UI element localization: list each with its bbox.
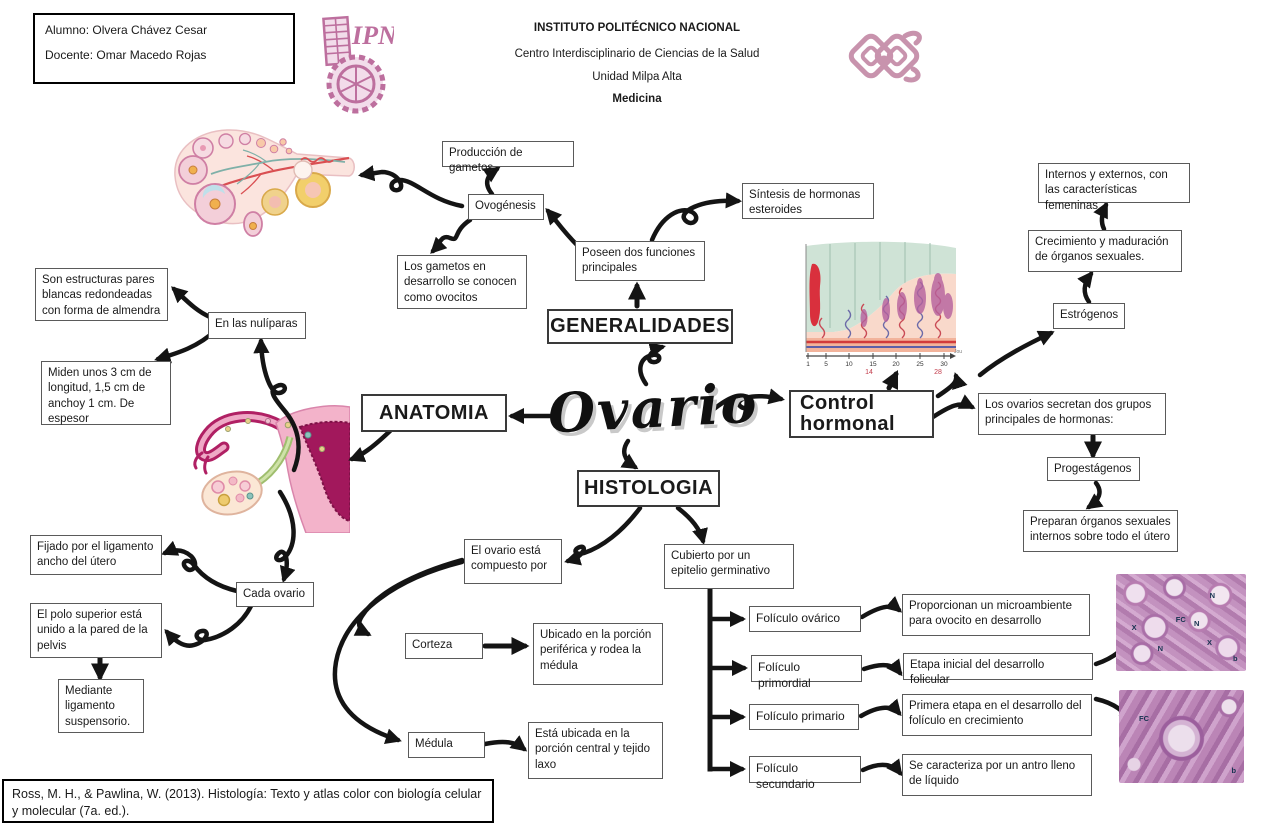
arrow-control-to-secretan	[930, 394, 976, 420]
student-info-box: Alumno: Olvera Chávez Cesar Docente: Oma…	[33, 13, 295, 84]
svg-text:IPN: IPN	[351, 21, 394, 50]
node-foliculo-primordial: Folículo primordial	[751, 655, 862, 690]
micrograph-label-b: b	[1233, 653, 1238, 663]
arrow-control-to-chart	[881, 369, 899, 391]
node-foliculo-primordial-desc: Etapa inicial del desarrollo folicular	[903, 653, 1093, 686]
micrograph-label-n2: N	[1194, 618, 1200, 628]
node-ovogenesis: Ovogénesis	[468, 194, 544, 220]
chart-tick-1: 1	[806, 361, 810, 368]
chart-tick-10: 10	[845, 361, 853, 368]
arrow-anatomia-to-uterus	[348, 428, 393, 463]
ovary-illustration	[174, 129, 355, 237]
teacher-name: Docente: Omar Macedo Rojas	[45, 47, 207, 62]
micrograph-label-x2: X	[1207, 638, 1213, 648]
node-preparan-organos: Preparan órganos sexuales internos sobre…	[1023, 510, 1178, 552]
arrow-control-to-chart-curl	[935, 372, 968, 399]
node-dos-funciones: Poseen dos funciones principales	[575, 241, 705, 281]
arrow-funciones-to-ovogenesis	[545, 207, 581, 249]
node-gametos-ovocitos: Los gametos en desarrollo se conocen com…	[397, 255, 527, 309]
node-medula-desc: Está ubicada en la porción central y tej…	[528, 722, 663, 779]
arrow-histologia-to-compuesto	[564, 505, 643, 566]
node-corteza: Corteza	[405, 633, 483, 659]
arrow-to-estrogenos	[977, 330, 1055, 378]
node-internos-externos: Internos y externos, con las característ…	[1038, 163, 1190, 212]
node-miden: Miden unos 3 cm de longitud, 1,5 cm de a…	[41, 361, 171, 425]
uterus-illustration	[193, 405, 350, 533]
branch-histologia: HISTOLOGIA	[577, 470, 720, 507]
branch-generalidades: GENERALIDADES	[547, 309, 733, 344]
micrograph-label-fc: FC	[1175, 614, 1186, 624]
arrow-ovarico-to-desc	[859, 595, 903, 620]
arrow-ovario-to-histologia	[620, 438, 639, 470]
node-foliculo-secundario-desc: Se caracteriza por un antro lleno de líq…	[902, 754, 1092, 796]
chart-day28-label: 28	[934, 369, 942, 376]
branch-anatomia: ANATOMIA	[361, 394, 507, 432]
unit-name: Unidad Milpa Alta	[592, 71, 682, 83]
node-estructuras-pares: Son estructuras pares blancas redondeada…	[35, 268, 168, 321]
node-en-las-nuliparas: En las nulíparas	[208, 312, 306, 339]
arrow-primario-to-desc	[858, 698, 902, 719]
micrograph2-label-b: b	[1231, 766, 1237, 776]
node-cada-ovario: Cada ovario	[236, 582, 314, 607]
chart-tick-30: 30	[940, 361, 948, 368]
node-foliculo-ovarico-desc: Proporcionan un microambiente para ovoci…	[902, 594, 1090, 636]
cics-logo	[848, 30, 922, 83]
arrow-progestagenos-to-preparan	[1085, 480, 1104, 510]
node-foliculo-ovarico: Folículo ovárico	[749, 606, 861, 632]
arrow-cada-ovario-to-fijado	[161, 540, 240, 594]
institution-name: INSTITUTO POLITÉCNICO NACIONAL	[533, 22, 741, 34]
chart-tick-5: 5	[824, 361, 828, 368]
program-name: Medicina	[612, 93, 662, 105]
node-corteza-desc: Ubicado en la porción periférica y rodea…	[533, 623, 663, 685]
micrograph2-label-fc: FC	[1139, 714, 1149, 724]
arrow-cada-ovario-to-polo	[164, 603, 254, 648]
node-ligamento-suspensorio: Mediante ligamento suspensorio.	[58, 679, 144, 733]
student-name: Alumno: Olvera Chávez Cesar	[45, 23, 208, 37]
arrow-estrogenos-to-crecimiento	[1077, 270, 1094, 305]
chart-tick-25: 25	[916, 361, 924, 368]
node-produccion-gametos: Producción de gametos	[442, 141, 574, 174]
chart-tick-20: 20	[892, 361, 900, 368]
arrow-crecimiento-to-internos	[1093, 201, 1109, 232]
node-foliculo-primario-desc: Primera etapa en el desarrollo del folíc…	[902, 694, 1092, 736]
micrograph-follicles: FC N N N X X b	[1116, 574, 1246, 671]
node-estrogenos: Estrógenos	[1053, 303, 1125, 329]
arrow-histologia-to-cubierto	[675, 505, 708, 545]
node-fijado-ligamento: Fijado por el ligamento ancho del útero	[30, 535, 162, 575]
arrow-nuliparas-to-estructuras	[171, 286, 213, 320]
hormonal-cycle-chart: 1 5 10 15 20 25 30 Jours 14 28	[805, 241, 962, 376]
micrograph-primary-follicle: FC b	[1119, 690, 1244, 783]
arrow-compuesto-to-corteza	[353, 557, 465, 637]
node-foliculo-secundario: Folículo secundario	[749, 756, 861, 791]
center-name: Centro Interdisciplinario de Ciencias de…	[514, 48, 760, 60]
arrow-medula-to-desc	[482, 735, 528, 752]
node-progestagenos: Progestágenos	[1047, 457, 1140, 481]
chart-day14-label: 14	[865, 369, 873, 376]
micrograph-label-n1: N	[1209, 591, 1216, 601]
node-crecimiento-maduracion: Crecimiento y maduración de órganos sexu…	[1028, 230, 1182, 272]
micrograph-label-n3: N	[1157, 643, 1164, 653]
micrograph-label-x1: X	[1131, 622, 1137, 632]
node-secretan-hormonas: Los ovarios secretan dos grupos principa…	[978, 393, 1166, 435]
node-foliculo-primario: Folículo primario	[749, 704, 859, 730]
node-sintesis-hormonas: Síntesis de hormonas esteroides	[742, 183, 874, 219]
chart-tick-15: 15	[869, 361, 877, 368]
ipn-logo: IPN	[322, 15, 394, 114]
map-title: Ovario	[546, 370, 760, 446]
node-polo-superior: El polo superior está unido a la pared d…	[30, 603, 162, 658]
arrow-secundario-to-desc	[860, 758, 903, 777]
arrow-ovogenesis-to-ovary	[357, 165, 465, 209]
node-ovario-compuesto: El ovario está compuesto por	[464, 539, 562, 584]
arrow-primordial-to-desc	[861, 658, 903, 677]
arrow-funciones-to-sintesis	[649, 192, 743, 243]
node-epitelio-germinativo: Cubierto por un epitelio germinativo	[664, 544, 794, 589]
chart-axis-label: Jours	[954, 349, 962, 355]
node-medula: Médula	[408, 732, 485, 758]
arrow-ovogenesis-to-gametos	[430, 217, 473, 254]
branch-control-hormonal: Control hormonal	[789, 390, 934, 438]
citation-box: Ross, M. H., & Pawlina, W. (2013). Histo…	[2, 779, 494, 823]
